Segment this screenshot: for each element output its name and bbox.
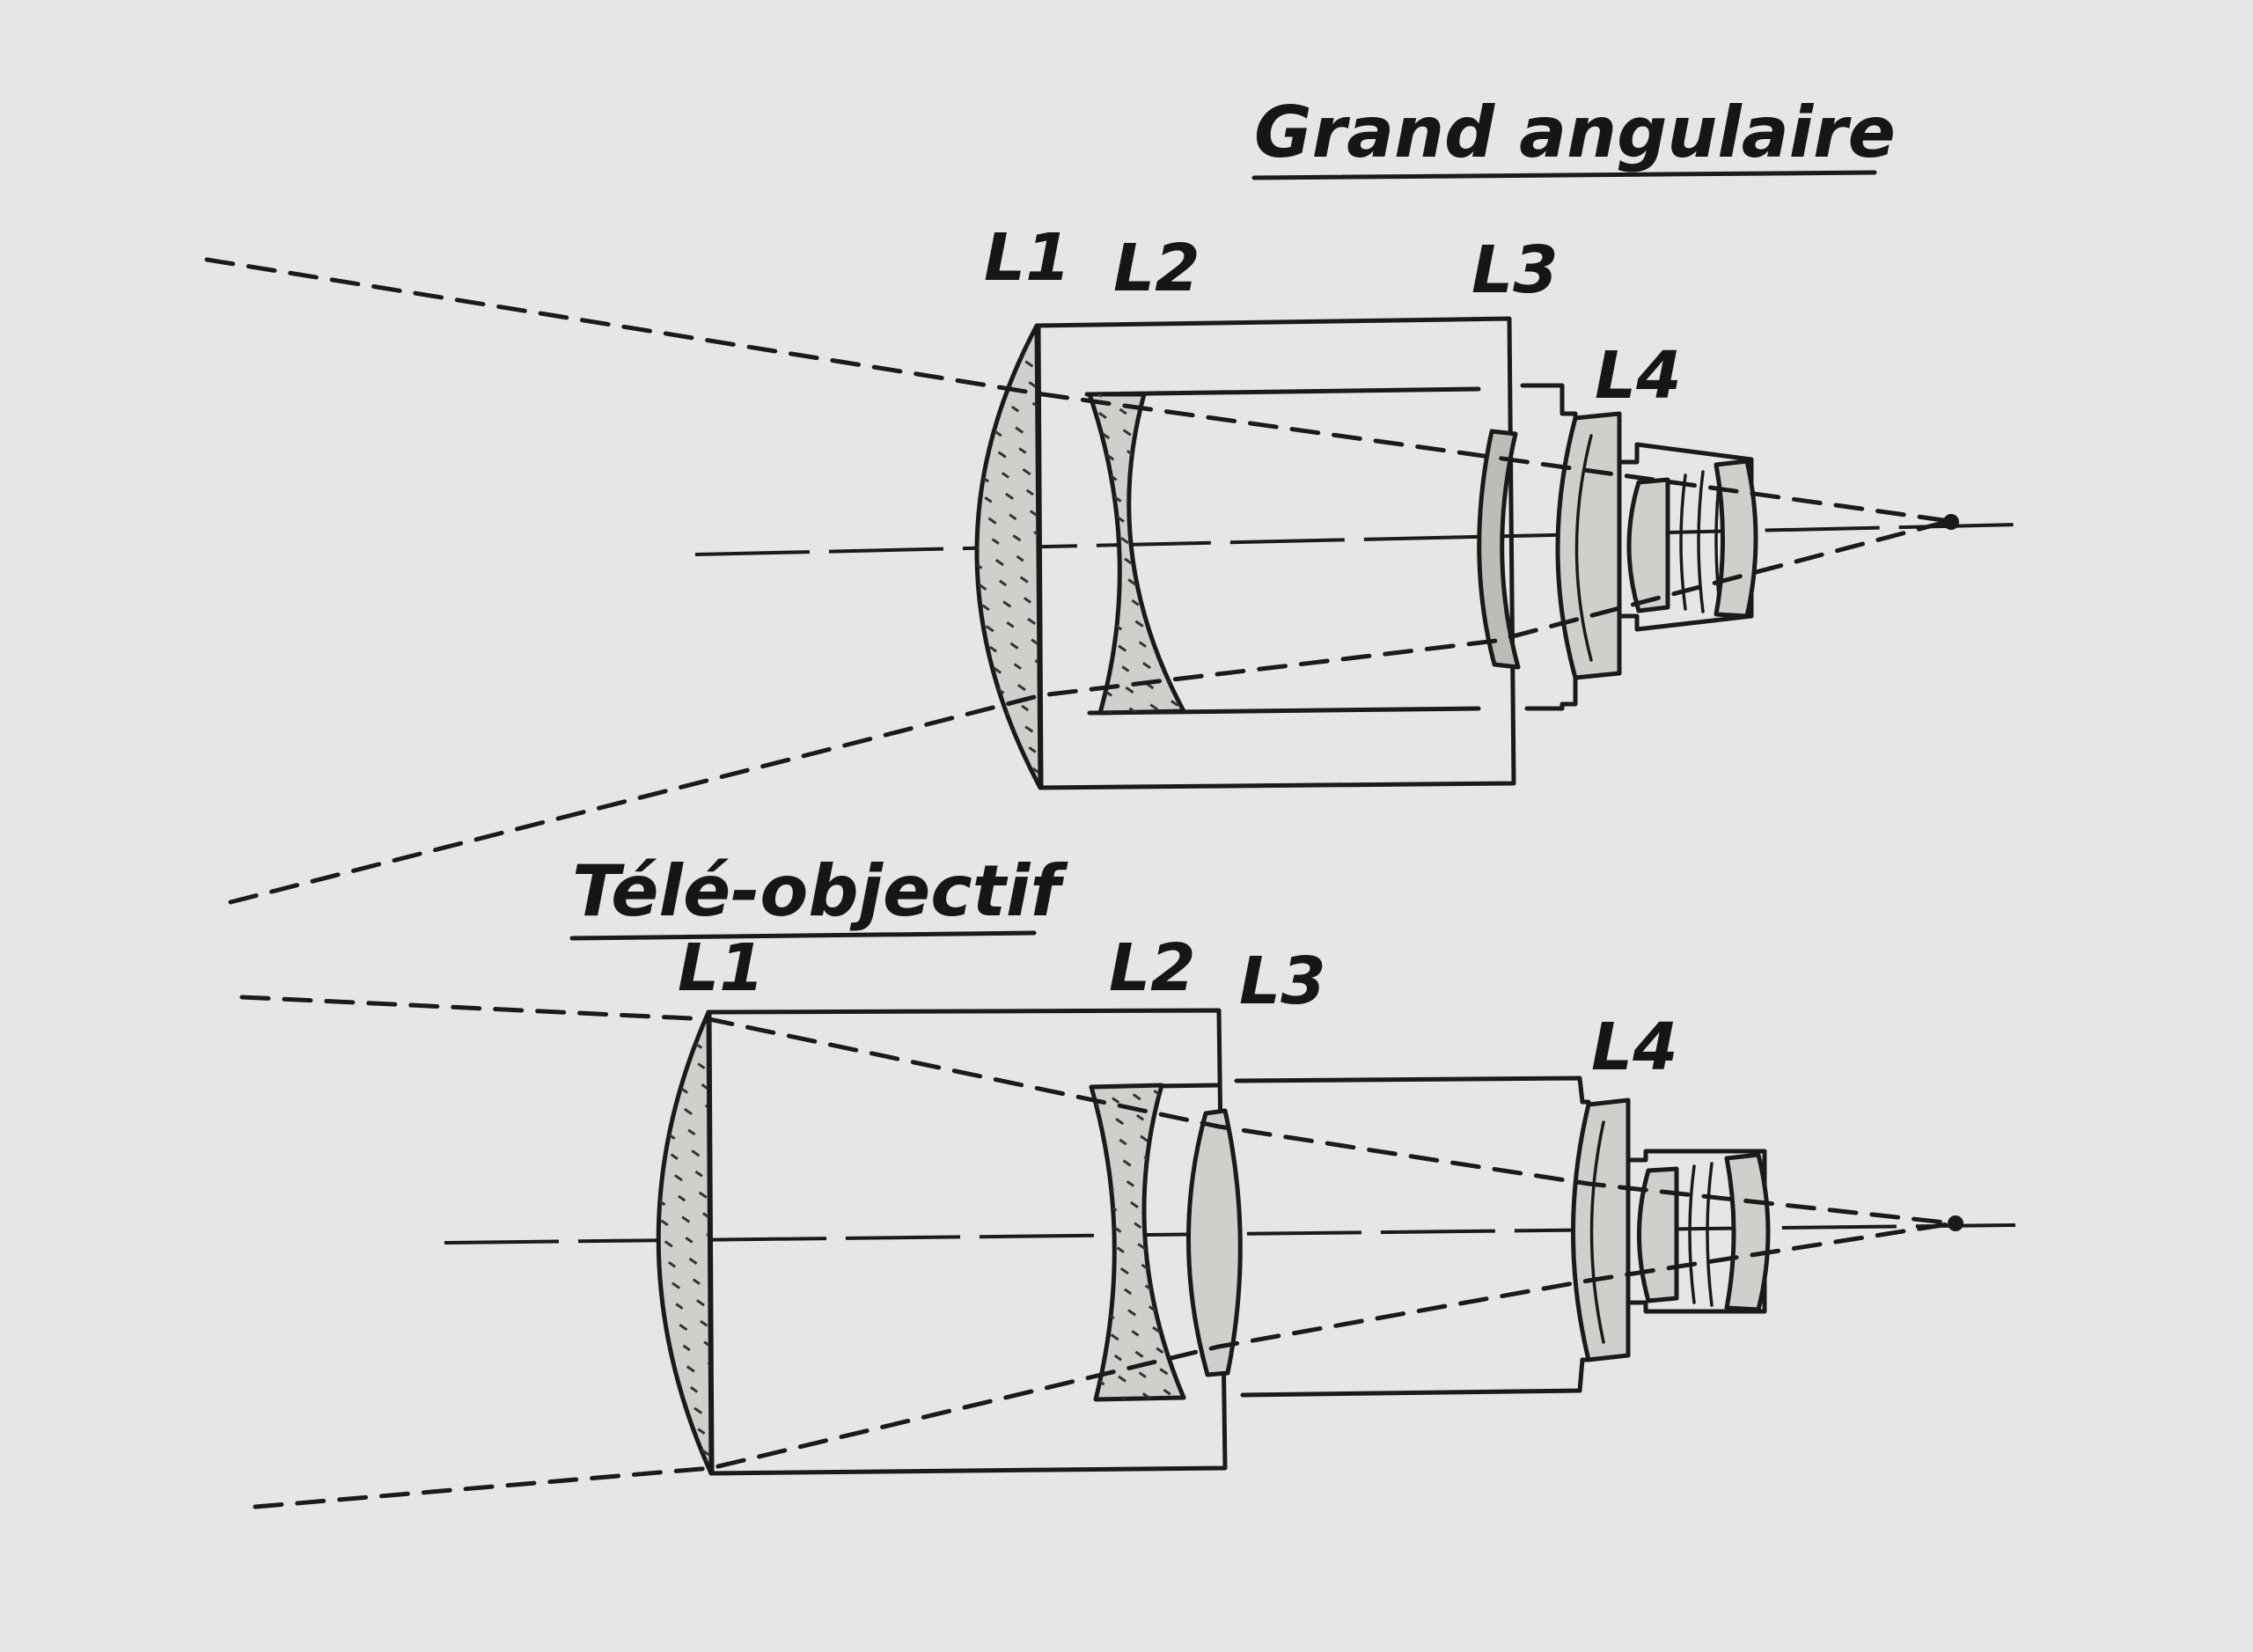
wide-angle-label-l2: L2	[1113, 231, 1200, 306]
telephoto-eyepiece-lens-d	[1724, 1152, 1771, 1312]
wide-angle-title-underline	[1251, 170, 1877, 180]
telephoto-rear-tube-bottom	[1240, 1357, 1591, 1398]
wide-angle-diagram: Grand angulaire L1	[204, 92, 2021, 905]
telephoto-main-barrel	[706, 1008, 1228, 1476]
wide-angle-main-barrel	[1034, 316, 1516, 790]
telephoto-title: Télé-objectif	[572, 850, 1068, 932]
wide-angle-lens-l2-hatch	[1090, 394, 1184, 713]
telephoto-lens-l1-flat	[707, 1011, 715, 1474]
telephoto-label-l2: L2	[1109, 930, 1196, 1006]
wide-angle-label-l4: L4	[1595, 338, 1682, 414]
wide-angle-optical-axis	[694, 523, 2021, 556]
wide-angle-eyepiece-lens-e	[1714, 459, 1758, 619]
telephoto-label-l3: L3	[1239, 943, 1326, 1019]
telephoto-label-l4: L4	[1591, 1010, 1678, 1085]
wide-angle-eyepiece-lens-a	[1626, 477, 1670, 613]
wide-angle-ray-lower	[228, 518, 1952, 905]
telephoto-lens-l3	[1186, 1108, 1243, 1377]
telephoto-ray-upper	[239, 995, 1956, 1226]
telephoto-eyepiece-curve-c	[1706, 1162, 1714, 1307]
telephoto-lens-l2-hatch	[1091, 1085, 1184, 1399]
wide-angle-lens-l3	[1477, 429, 1521, 670]
telephoto-focal-point	[1948, 1215, 1963, 1231]
wide-angle-title: Grand angulaire	[1254, 92, 1896, 173]
wide-angle-inner-tube-top	[1084, 386, 1481, 397]
telephoto-title-underline	[569, 930, 1037, 941]
wide-angle-focal-point	[1943, 514, 1959, 530]
telephoto-lens-l4-curve	[1589, 1120, 1605, 1344]
telephoto-rear-tube-top	[1234, 1076, 1591, 1105]
wide-angle-lens-l1-hatch	[976, 326, 1040, 788]
wide-angle-ray-upper	[204, 257, 1952, 524]
wide-angle-label-l3: L3	[1471, 232, 1559, 308]
telephoto-label-l1: L1	[678, 930, 765, 1006]
telephoto-eyepiece-curve-b	[1688, 1164, 1696, 1304]
wide-angle-lens-l1-flat	[1036, 325, 1044, 789]
telephoto-diagram: Télé-objectif L1 L2 L3	[239, 850, 2016, 1509]
wide-angle-eyepiece-curve-c	[1697, 470, 1705, 613]
wide-angle-label-l1: L1	[984, 220, 1071, 296]
telephoto-ray-lower	[253, 1221, 1956, 1509]
wide-angle-lens-l4-curve	[1574, 434, 1593, 662]
telephoto-lens-l1-hatch	[658, 1012, 711, 1473]
telephoto-lens-l4	[1571, 1098, 1631, 1362]
